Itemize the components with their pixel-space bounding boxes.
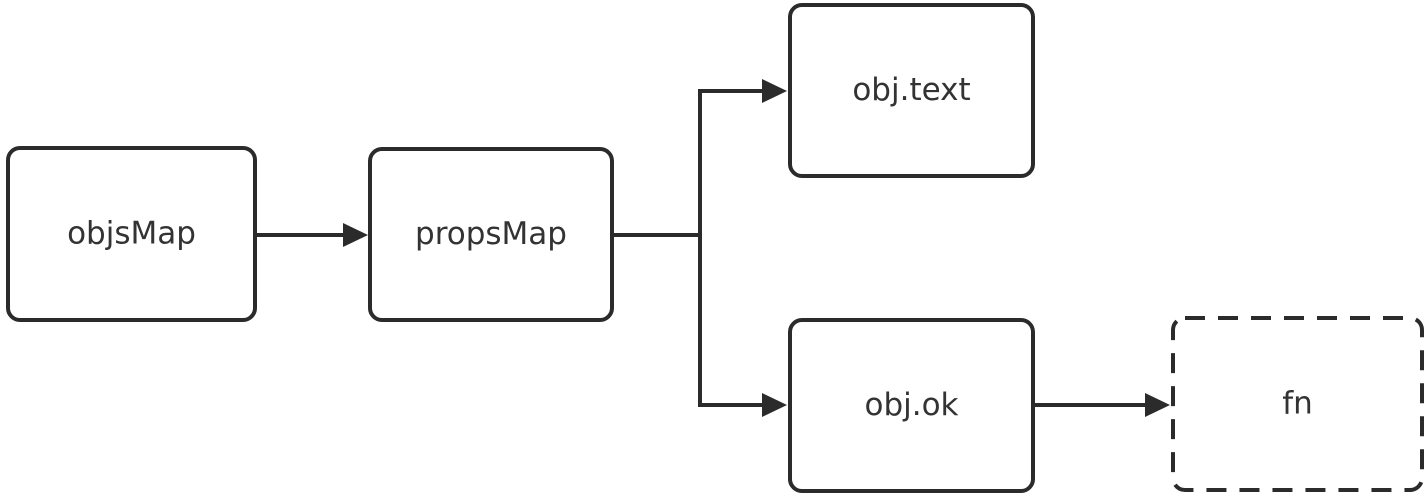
node-propsmap[interactable]: propsMap <box>368 147 614 322</box>
node-objsmap-box[interactable] <box>6 146 257 322</box>
edge-objok-fn <box>1033 393 1170 417</box>
node-objtext-label: obj.text <box>852 72 970 108</box>
arrowhead-icon <box>762 79 787 103</box>
node-objok-label: obj.ok <box>864 387 958 423</box>
edge-objsmap-propsmap <box>255 223 368 247</box>
node-layer: objsMap propsMap obj.text obj.ok fn <box>6 3 1424 493</box>
node-fn[interactable]: fn <box>1171 316 1424 492</box>
node-fn-box[interactable] <box>1171 316 1424 492</box>
node-fn-label: fn <box>1282 386 1313 422</box>
node-objok[interactable]: obj.ok <box>788 318 1035 493</box>
node-propsmap-box[interactable] <box>368 147 614 322</box>
edge-propsmap-objok <box>698 235 787 417</box>
arrowhead-icon <box>343 223 368 247</box>
node-objsmap-label: objsMap <box>67 216 196 252</box>
edge-path <box>698 235 762 407</box>
node-objtext-box[interactable] <box>788 3 1035 178</box>
arrowhead-icon <box>1145 393 1170 417</box>
edge-layer <box>255 79 1170 417</box>
node-objtext[interactable]: obj.text <box>788 3 1035 178</box>
edge-path <box>612 89 762 237</box>
node-objsmap[interactable]: objsMap <box>6 146 257 322</box>
arrowhead-icon <box>762 393 787 417</box>
node-propsmap-label: propsMap <box>415 216 567 252</box>
node-objok-box[interactable] <box>788 318 1035 493</box>
edge-propsmap-objtext <box>612 79 787 237</box>
